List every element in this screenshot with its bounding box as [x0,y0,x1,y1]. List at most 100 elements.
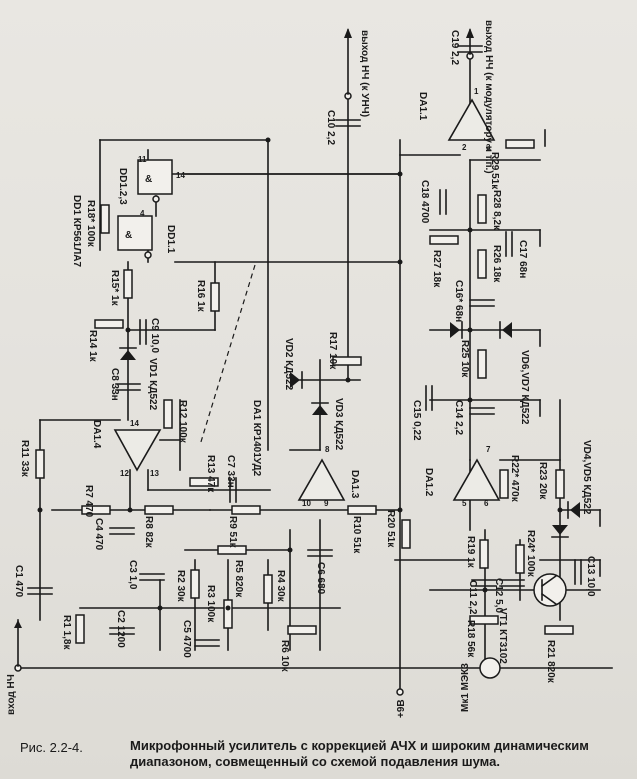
r16-body [210,282,220,312]
c1-body [27,587,53,595]
r20-body [401,519,411,549]
c2-label: C2 1200 [115,610,126,648]
ground-symbols [539,129,601,577]
r3-label: R3 100к [205,585,216,623]
c17-body [505,231,513,257]
chip-labels: DD1 КР561ЛА7 DD1.1 DD1.2,3 DA1 КР1401УД2… [71,92,434,499]
r28-body [477,194,487,224]
pin-14a: 14 [130,419,139,428]
da1-4-label: DA1.4 [91,420,102,449]
logic-gates: & & [117,159,173,259]
da1-2-triangle [452,458,501,501]
opamps [113,98,501,501]
da1-4-triangle [113,429,162,472]
circuit-diagram: & & выход НЧ (к УНЧ) выход НЧ (к модулят… [6,20,613,718]
pin-2: 2 [462,143,467,152]
svg-text:&: & [125,230,132,241]
da1-3-triangle [297,458,346,501]
other-parts [14,28,567,696]
dd1-label: DD1 КР561ЛА7 [71,195,82,267]
output-unch-label: выход НЧ (к УНЧ) [359,30,370,117]
supply-terminal [396,688,404,696]
diodes [119,321,580,538]
pin-6: 6 [484,499,489,508]
c13-label: C13 10,0 [585,556,596,597]
r13-body [189,477,219,487]
c5-body [194,639,220,647]
c7-body [229,477,237,503]
c19-label: C19 2,2 [449,30,460,65]
r14-label: R14 1к [87,330,98,363]
vd1-label: VD1 КД522 [147,358,158,411]
c10-body [335,119,361,127]
component-labels: R18* 100к R15* 1к R14 1к C9 10,0 R16 1к … [13,30,596,684]
c14-body [469,407,495,415]
c14-label: C14 2,2 [453,400,464,435]
r4-label: R4 30к [275,570,286,603]
da1-1-label: DA1.1 [417,92,428,121]
vd67-label: VD6,VD7 КД522 [519,350,530,425]
c9-label: C9 10,0 [149,318,160,353]
r29-label: R29 51к [489,152,500,190]
c12-body [499,579,525,587]
r18-body [469,615,499,625]
r29-body [505,139,535,149]
r1-label: R1 1,8к [61,615,72,650]
input-lf-label: вход НЧ [6,674,17,715]
vd2-label: VD2 КД522 [283,338,294,391]
pin-14b: 14 [176,171,185,180]
r12-body [163,399,173,429]
pin-1: 1 [474,87,479,96]
figure-number: Рис. 2.2-4. [20,740,83,755]
r22-label: R22* 470к [509,455,520,503]
capacitors [27,45,582,647]
r23-label: R23 20к [537,462,548,500]
junction-dots [37,137,563,611]
da1-1-triangle [447,98,496,141]
vd6-symbol [450,321,463,339]
c17-label: C17 68н [517,240,528,278]
r21-label: R21 820к [545,640,556,684]
r7-label: R7 470 [83,485,94,518]
r18-label: R18 56к [465,620,476,658]
r11-label: R11 33к [19,440,30,478]
c5-label: C5 4700 [181,620,192,658]
c11-body [471,579,497,587]
da1-label: DA1 КР1401УД2 [251,400,262,477]
r9-body [231,505,261,515]
c10-label: C10 2,2 [325,110,336,145]
r21-body [544,625,574,635]
pin-7: 7 [486,445,491,454]
c16-body [469,299,495,307]
r7-body [81,505,111,515]
vd2-symbol [290,371,303,389]
dd1-2-label: DD1.2,3 [117,168,128,205]
r23-body [555,469,565,499]
r5-body [217,545,247,555]
wiring [17,59,613,691]
r15-body [123,269,133,299]
r2-label: R2 30к [175,570,186,603]
svg-text:&: & [145,174,152,185]
c4-label: C4 470 [93,518,104,551]
r17-body [332,356,362,366]
r15-label: R15* 1к [109,270,120,307]
dd1-1-bubble [144,251,152,259]
c3-body [139,573,165,581]
r26-label: R26 18к [491,245,502,283]
r25-label: R25 10к [459,340,470,378]
pin-13: 13 [150,469,159,478]
c7-label: C7 33н [225,455,236,488]
r10-label: R10 51к [351,516,362,554]
pin-5: 5 [462,499,467,508]
r9-label: R9 51к [227,516,238,549]
c11-label: C11 2,2 [467,580,478,615]
c6-label: C6 680 [315,562,326,595]
vd3-label: VD3 КД522 [333,398,344,451]
output-modulator-label: выход НЧ (к модулятору и т.п.) [483,20,494,174]
r28-label: R28 8,2к [491,190,502,231]
r6-body [287,625,317,635]
r22-body [499,469,509,499]
r10-body [347,505,377,515]
r5-label: R5 820к [233,560,244,598]
